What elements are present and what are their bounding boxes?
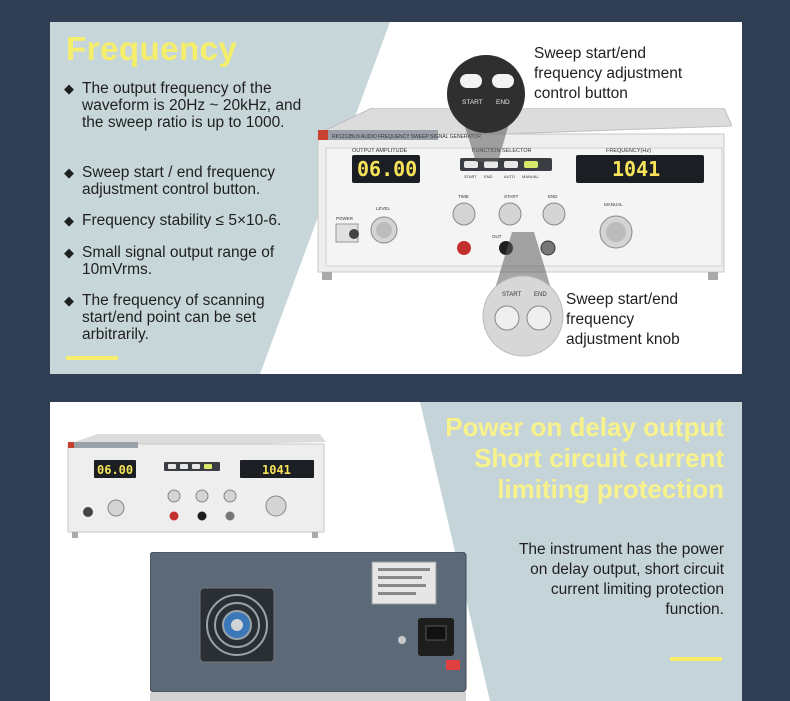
feature-bullet: ◆ Sweep start / end frequency adjustment…: [64, 164, 324, 198]
generator-rear-view-image: [150, 552, 467, 701]
frequency-label: FREQUENCY(Hz): [606, 148, 651, 154]
amplitude-display: [352, 155, 420, 183]
frequency-display: [576, 155, 704, 183]
diamond-bullet-icon: ◆: [64, 81, 74, 96]
start-select-button[interactable]: [464, 161, 478, 168]
start-knob-label: START: [504, 194, 519, 199]
protection-description: The instrument has the power on delay ou…: [518, 541, 724, 618]
zoom-start-knob: [494, 305, 520, 331]
protection-heading: Power on delay output Short circuit curr…: [445, 412, 724, 504]
time-knob[interactable]: [452, 202, 476, 226]
zoom-end-button: [492, 74, 514, 88]
selector-manual-label: MANUAL: [522, 174, 539, 179]
bullet-text: Frequency stability ≤ 5×10-6.: [82, 212, 282, 229]
bullet-text: Small signal output range of 10mVrms.: [82, 244, 275, 278]
feature-bullet: ◆ Small signal output range of 10mVrms.: [64, 244, 324, 278]
selector-start-label: START: [464, 174, 477, 179]
brand-strip-text: RK1212BLN AUDIO FREQUENCY SWEEP SIGNAL G…: [332, 134, 481, 140]
selector-end-label: END: [484, 174, 493, 179]
frequency-readout: 1041: [612, 157, 660, 181]
zoom-start-label: START: [462, 99, 483, 106]
power-label: POWER: [336, 216, 354, 221]
zoom-end-label: END: [496, 99, 510, 106]
red-output-terminal[interactable]: [457, 241, 471, 255]
bullet-text: The output frequency of the waveform is …: [82, 80, 302, 131]
out-label: OUT: [492, 234, 502, 239]
zoom-knob-end-label: END: [534, 292, 547, 298]
zoom-knob-start-label: START: [502, 292, 521, 298]
generator-front-view-image: 06.00 1041: [67, 434, 326, 538]
knob-callout-text: Sweep start/end frequency adjustment kno…: [566, 291, 680, 348]
frequency-feature-panel: Frequency ◆ The output frequency of the …: [50, 22, 742, 374]
end-select-button[interactable]: [484, 161, 498, 168]
accent-underline: [66, 356, 118, 360]
diamond-bullet-icon: ◆: [64, 245, 74, 260]
start-frequency-knob[interactable]: [498, 202, 522, 226]
knob-zoom-callout: START END: [482, 232, 564, 357]
accent-underline: [670, 657, 722, 661]
front-frequency-readout: 1041: [262, 463, 291, 477]
time-knob-label: TIME: [458, 194, 469, 199]
bullet-text: Sweep start / end frequency adjustment c…: [82, 164, 276, 198]
protection-feature-panel: 06.00 1041 Powe: [50, 402, 742, 701]
diamond-bullet-icon: ◆: [64, 213, 74, 228]
power-switch[interactable]: [349, 229, 359, 239]
manual-knob-label: MANUAL: [604, 202, 623, 207]
output-amplitude-label: OUTPUT AMPLITUDE: [352, 148, 408, 154]
feature-bullet: ◆ The frequency of scanning start/end po…: [64, 292, 324, 343]
button-zoom-callout: START END: [447, 55, 525, 162]
feature-bullet: ◆ The output frequency of the waveform i…: [64, 80, 324, 131]
level-label: LEVEL: [376, 206, 391, 211]
zoom-start-button: [460, 74, 482, 88]
end-knob-label: END: [548, 194, 558, 199]
manual-select-button[interactable]: [524, 161, 538, 168]
auto-select-button[interactable]: [504, 161, 518, 168]
zoom-end-knob: [526, 305, 552, 331]
panel-title: Frequency: [66, 30, 238, 67]
selector-auto-label: AUTO: [504, 174, 515, 179]
panel-background-graphic: [50, 22, 390, 374]
function-selector-label: FUNCTION SELECTOR: [472, 148, 532, 154]
amplitude-readout: 06.00: [357, 157, 417, 181]
button-callout-text: Sweep start/end frequency adjustment con…: [534, 45, 683, 102]
bullet-text: The frequency of scanning start/end poin…: [82, 292, 265, 343]
feature-bullet: ◆ Frequency stability ≤ 5×10-6.: [64, 212, 324, 229]
end-frequency-knob[interactable]: [542, 202, 566, 226]
front-amplitude-readout: 06.00: [97, 463, 133, 477]
diamond-bullet-icon: ◆: [64, 293, 74, 308]
bnc-output-connector[interactable]: [540, 240, 556, 256]
diamond-bullet-icon: ◆: [64, 165, 74, 180]
